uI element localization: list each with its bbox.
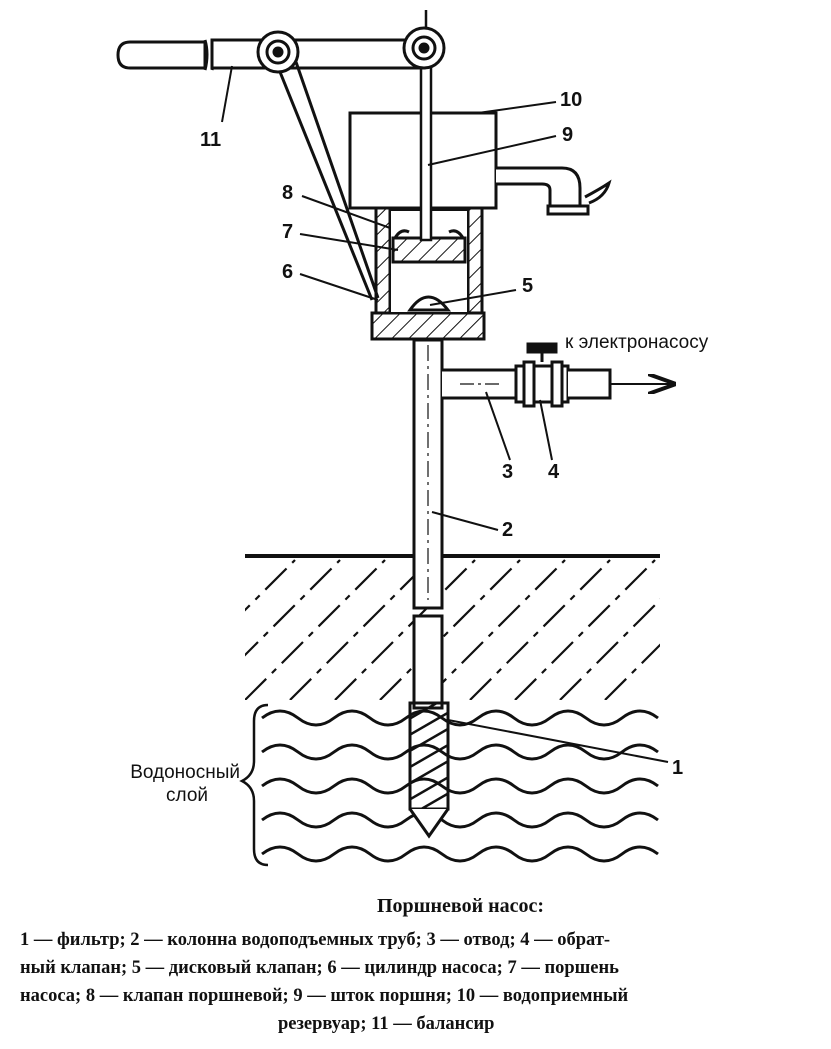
- filter: [408, 701, 450, 839]
- caption-line-2: ный клапан; 5 — дисковый клапан; 6 — цил…: [20, 958, 619, 978]
- outlet-pipe: [442, 342, 672, 408]
- caption-line-1: 1 — фильтр; 2 — колонна водоподъемных тр…: [20, 930, 611, 950]
- label-4: 4: [548, 461, 560, 483]
- label-5: 5: [522, 275, 534, 297]
- caption-title: Поршневой насос:: [376, 895, 545, 917]
- riser-pipe: [412, 338, 444, 710]
- aquifer-label-line2: слой: [166, 785, 208, 806]
- caption: Поршневой насос: 1 — фильтр; 2 — колонна…: [0, 895, 831, 1038]
- balance-beam: [116, 26, 446, 301]
- electropump-annotation: к электронасосу: [565, 332, 709, 353]
- label-3: 3: [502, 461, 514, 483]
- label-8: 8: [282, 182, 294, 204]
- aquifer-brace: [239, 703, 269, 867]
- label-9: 9: [562, 124, 574, 146]
- leader-lines: [221, 65, 669, 763]
- label-6: 6: [282, 261, 294, 283]
- label-11: 11: [200, 129, 222, 151]
- label-7: 7: [282, 221, 294, 243]
- label-10: 10: [560, 89, 583, 111]
- label-1: 1: [672, 757, 684, 779]
- caption-line-3: насоса; 8 — клапан поршневой; 9 — шток п…: [20, 986, 629, 1006]
- aquifer-label: Водоносный слой: [90, 761, 240, 807]
- label-2: 2: [502, 519, 514, 541]
- soil: [245, 554, 660, 700]
- pump-diagram: [116, 10, 831, 867]
- caption-line-4: резервуар; 11 — балансир: [278, 1014, 495, 1034]
- aquifer-label-line1: Водоносный: [130, 762, 240, 783]
- aquifer-waves: [261, 709, 659, 863]
